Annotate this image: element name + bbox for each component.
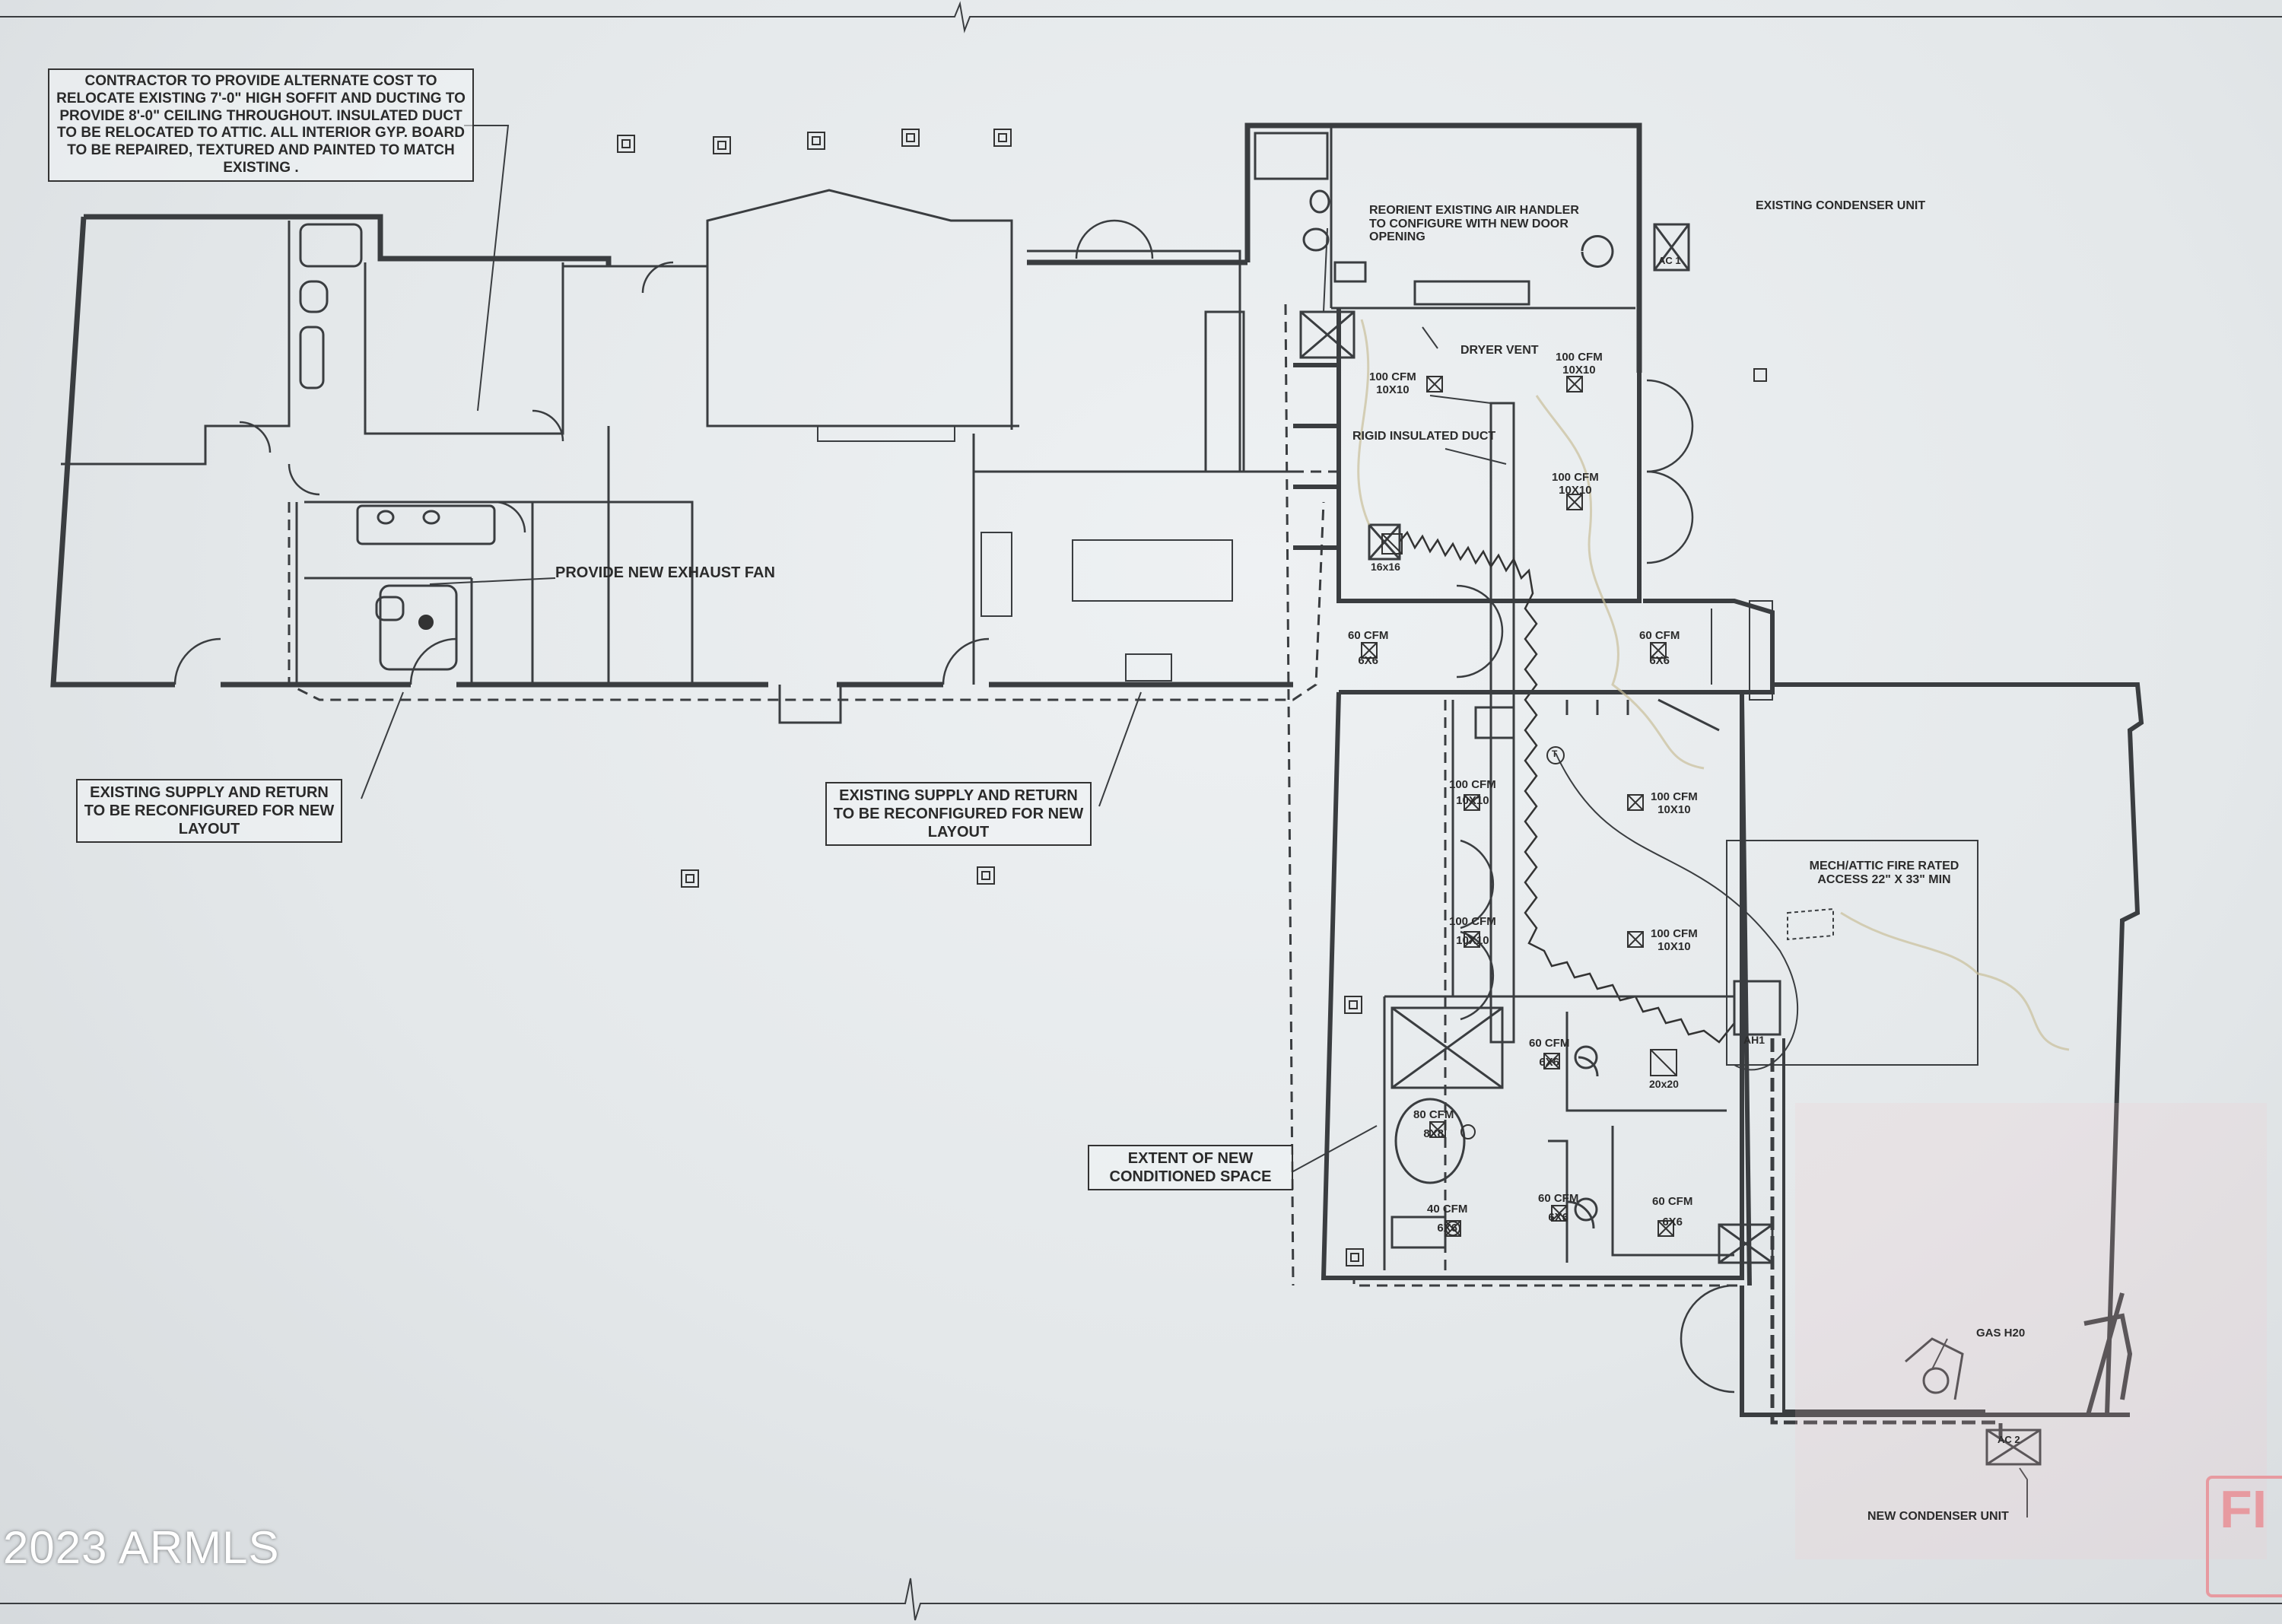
extent-dashed-line xyxy=(288,304,1742,1287)
pink-stain xyxy=(1795,1103,2267,1559)
sheet-top-border xyxy=(0,1,2282,33)
exhaust-fan-symbol xyxy=(418,615,434,630)
fan-symbol-3 xyxy=(1445,1221,1460,1236)
north-utility-interior xyxy=(1254,126,1635,359)
existing-condenser-label: EXISTING CONDENSER UNIT xyxy=(1756,199,1926,212)
thermostat-label: T xyxy=(1552,748,1558,759)
south-wing-interior xyxy=(1383,698,1964,1400)
return-20x20-label: 20x20 xyxy=(1649,1078,1679,1090)
ac1-label: AC 1 xyxy=(1658,255,1681,266)
column-markers xyxy=(617,129,1767,1266)
flex-duct xyxy=(1399,530,1735,1044)
sheet-bottom-border xyxy=(0,1578,2282,1621)
water-stains xyxy=(1357,319,2070,1051)
ac2-label: AC 2 xyxy=(1998,1434,2020,1445)
south-wing-walls xyxy=(1321,682,2144,1417)
register-symbols xyxy=(1361,376,1677,1237)
ceiling-soffit-note: CONTRACTOR TO PROVIDE ALTERNATE COST TO … xyxy=(48,68,474,182)
condenser-units xyxy=(1653,223,2042,1466)
mech-attic-access-label: MECH/ATTIC FIRE RATED ACCESS 22" X 33" M… xyxy=(1809,860,1959,886)
new-condenser-label: NEW CONDENSER UNIT xyxy=(1867,1510,2009,1523)
west-wing-walls xyxy=(50,214,1293,688)
air-handler-note: REORIENT EXISTING AIR HANDLER TO CONFIGU… xyxy=(1369,204,1579,244)
thermostat-symbol xyxy=(1546,746,1565,764)
mech-attic-access-frame xyxy=(1726,840,1978,1066)
west-wing-interior xyxy=(61,189,1293,724)
leader-lines xyxy=(361,125,2028,1518)
supply-return-note-center: EXISTING SUPPLY AND RETURN TO BE RECONFI… xyxy=(825,782,1092,846)
stamp-mark: FI xyxy=(2206,1476,2282,1597)
extent-conditioned-space-note: EXTENT OF NEW CONDITIONED SPACE xyxy=(1088,1145,1293,1190)
rigid-duct-label: RIGID INSULATED DUCT xyxy=(1352,430,1496,443)
supply-return-note-west: EXISTING SUPPLY AND RETURN TO BE RECONFI… xyxy=(76,779,342,843)
exhaust-fan-label: PROVIDE NEW EXHAUST FAN xyxy=(555,564,775,581)
door-swings xyxy=(173,219,1735,1394)
watermark-text: 2023 ARMLS xyxy=(3,1522,280,1573)
north-utility-walls xyxy=(1027,122,1642,373)
air-handler-box xyxy=(1733,980,1781,1036)
ah1-label: AH1 xyxy=(1743,1034,1766,1046)
refrigerant-line xyxy=(1770,1038,2003,1441)
fan-symbol-2 xyxy=(1460,1124,1476,1139)
return-16x16-label: 16x16 xyxy=(1371,561,1400,573)
dryer-vent-label: DRYER VENT xyxy=(1460,344,1539,357)
gas-water-heater-label: GAS H20 xyxy=(1976,1327,2026,1340)
